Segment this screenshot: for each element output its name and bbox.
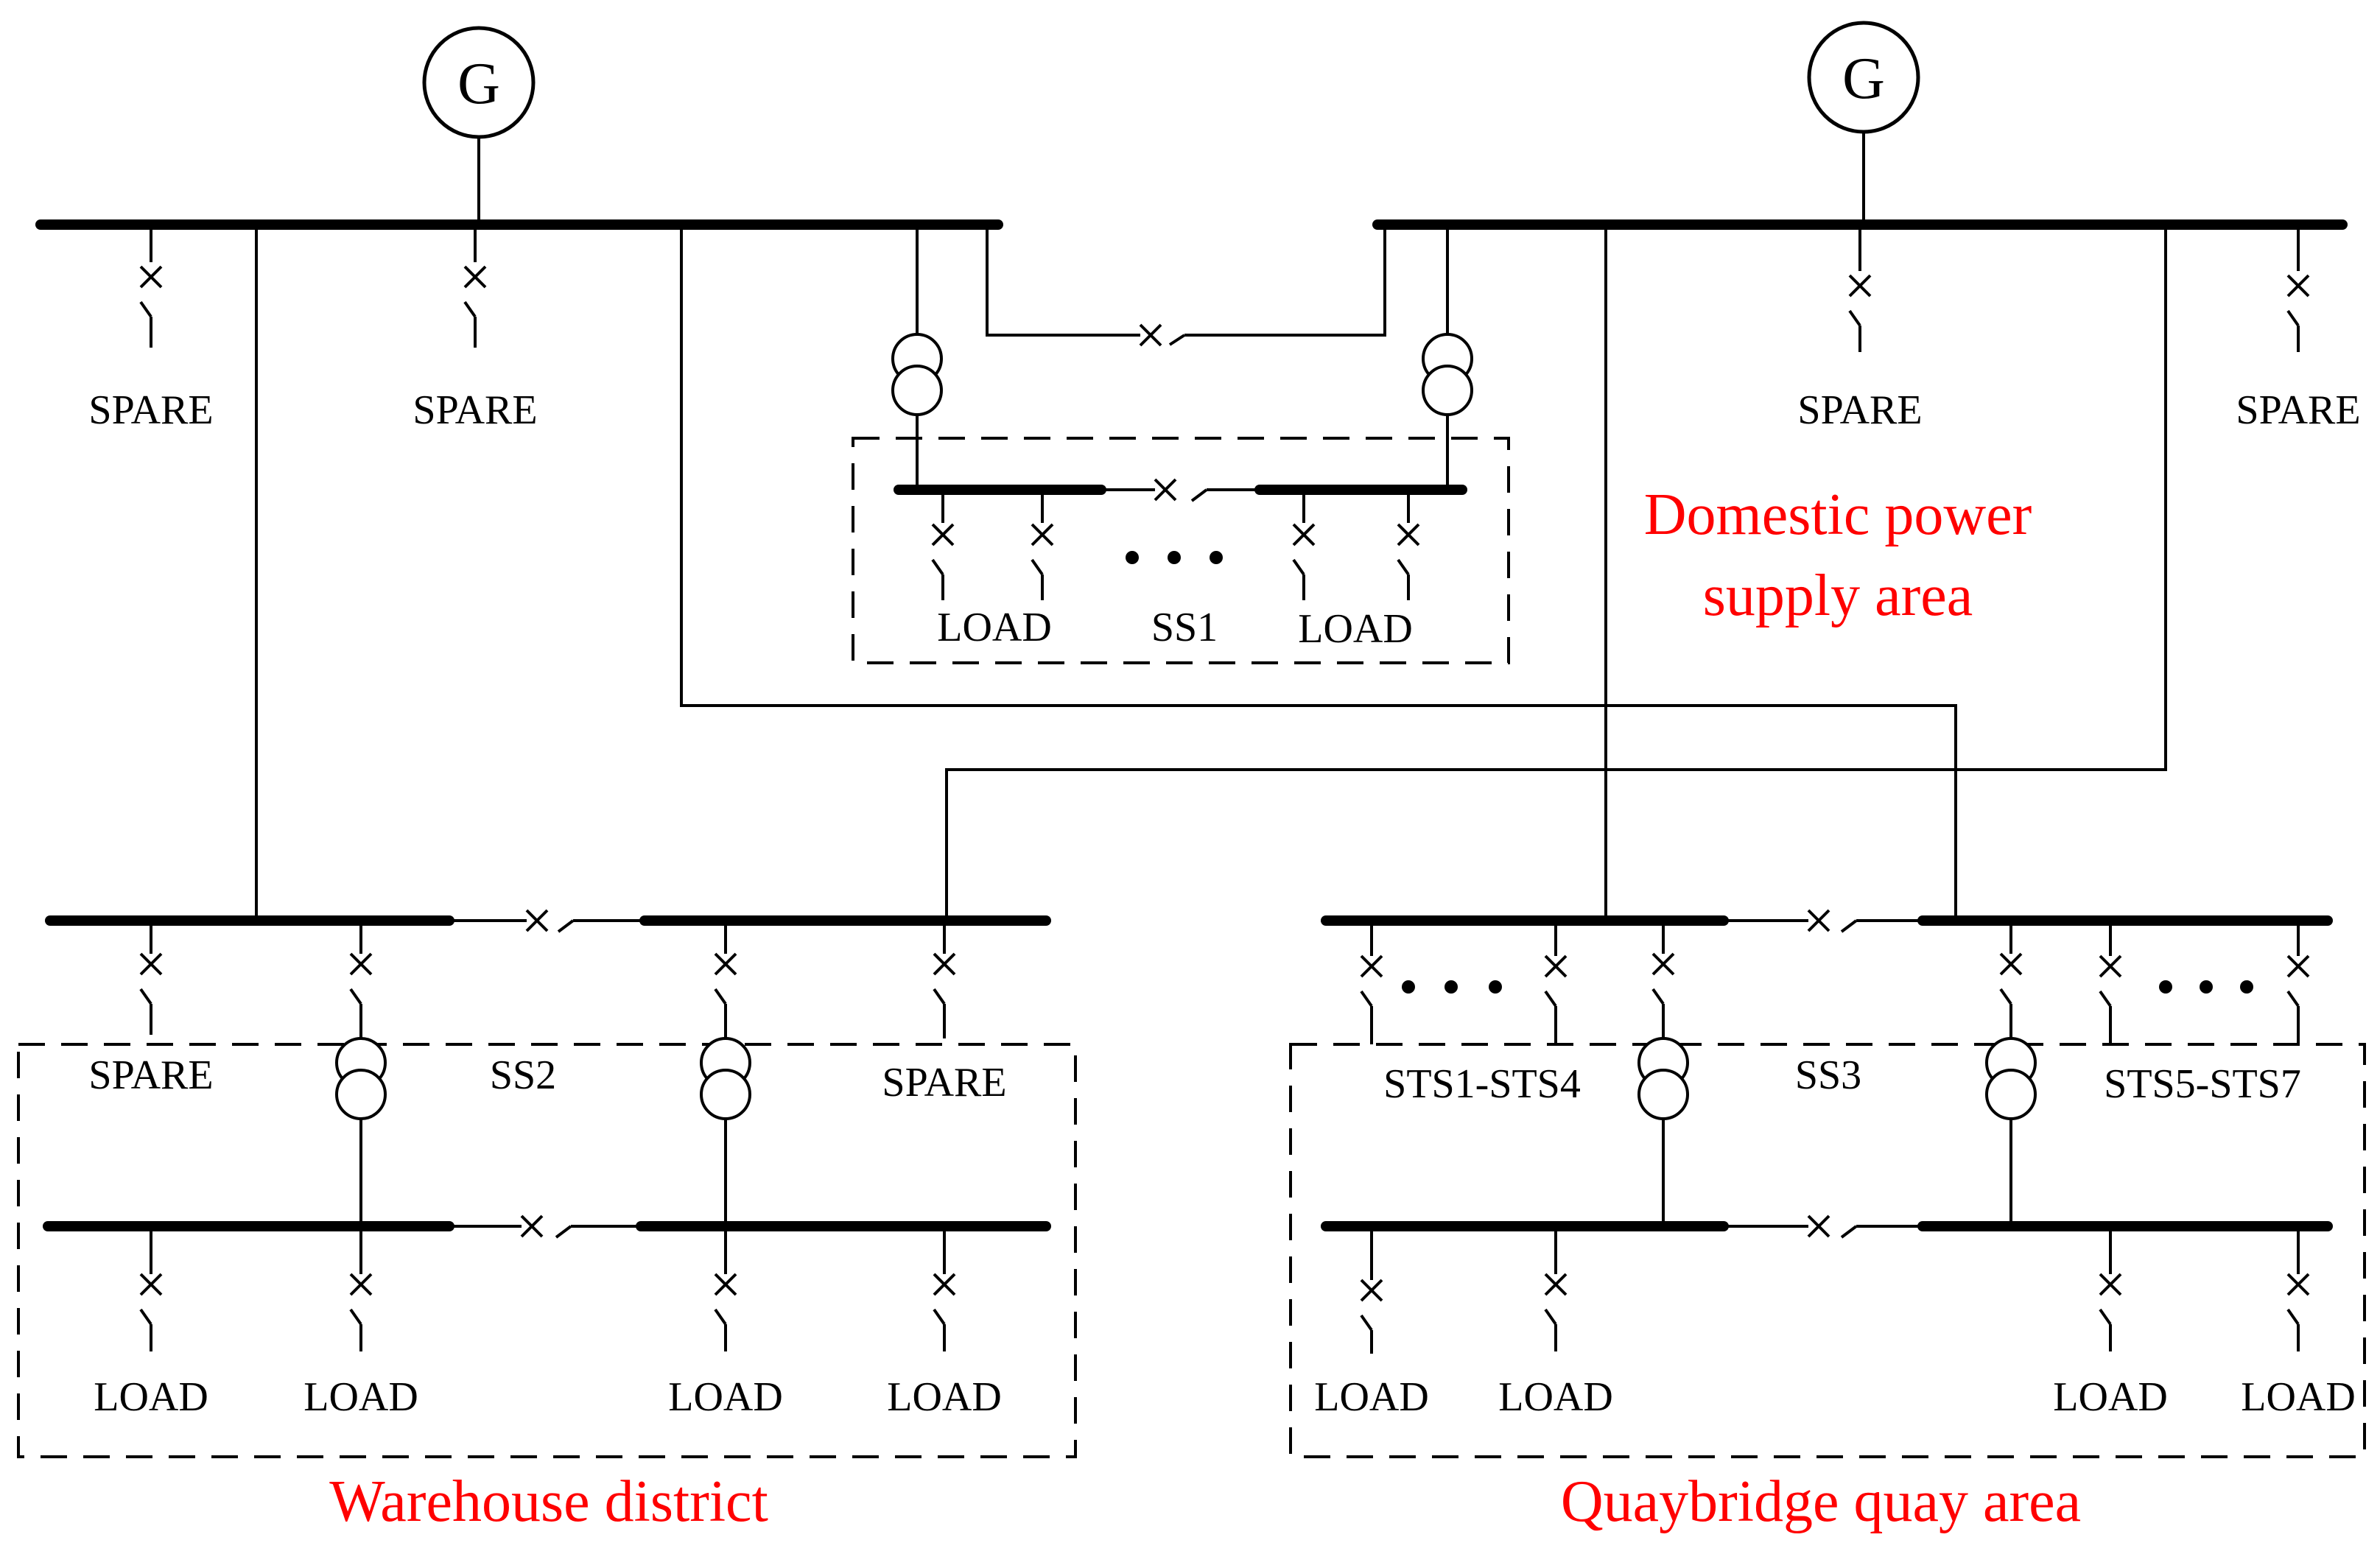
feeder-spare-3: [1848, 225, 1872, 352]
ss2-upper-bus-tie: [449, 909, 645, 933]
ss3-transformer-left: [1637, 921, 1689, 1226]
ss3-label: SS3: [1795, 1052, 1861, 1098]
ss2-transformer-right: [700, 921, 751, 1226]
ss1-box: [852, 437, 1510, 664]
feeder-main-right-to-ss2-right: [945, 225, 2167, 921]
ss1-bus-tie: [1101, 478, 1260, 502]
ss1-feeder-4: [1397, 490, 1420, 600]
spare-label-1: SPARE: [88, 387, 213, 433]
main-bus-tie: [986, 225, 1386, 347]
ss2-lower-bus-tie: [449, 1214, 641, 1239]
feeder-spare-2: [463, 225, 487, 348]
ss2-spare-feeder-2: [933, 921, 956, 1038]
ss2-load-feeder-2: [349, 1226, 373, 1351]
ss2-spare-feeder-1: [139, 921, 163, 1035]
ss1-label: SS1: [1151, 605, 1218, 650]
ss1-ellipsis: [1126, 551, 1223, 564]
ss3-sts-feeder-1: [1360, 921, 1383, 1044]
ss3-lower-bus-tie: [1724, 1214, 1923, 1239]
ss2-spare-label-2: SPARE: [882, 1060, 1006, 1105]
ss1-transformer-left: [891, 225, 943, 490]
ss3-load-feeder-3: [2099, 1226, 2122, 1351]
ss2-load-feeder-1: [139, 1226, 163, 1351]
ss3-transformer-right: [1985, 921, 2037, 1226]
ss3-sts-ellipsis-right: [2159, 980, 2253, 994]
ss3-sts5-7-label: STS5-STS7: [2104, 1061, 2301, 1107]
ss3-sts1-4-label: STS1-STS4: [1383, 1061, 1581, 1107]
ss2-transformer-left: [335, 921, 387, 1226]
domestic-area-label-line2: supply area: [1703, 563, 1973, 628]
ss3-load-feeder-1: [1360, 1226, 1383, 1354]
warehouse-area-label: Warehouse district: [329, 1469, 768, 1534]
ss2-load-label-2: LOAD: [303, 1374, 418, 1420]
generator-right-label: G: [1842, 46, 1885, 111]
ss3-load-feeder-2: [1544, 1226, 1568, 1351]
ss1-load-label-1: LOAD: [937, 605, 1052, 650]
ss1-transformer-right: [1422, 225, 1473, 490]
ss3-box: [1289, 1043, 2366, 1458]
ss3-sts-ellipsis-left: [1402, 980, 1502, 994]
ss3-sts-feeder-4: [2286, 921, 2310, 1044]
ss3-load-feeder-4: [2286, 1226, 2310, 1351]
ss1-feeder-1: [931, 490, 955, 600]
ss2-load-label-1: LOAD: [94, 1374, 208, 1420]
ss2-label: SS2: [490, 1052, 556, 1098]
generator-right: G: [1807, 21, 1920, 225]
ss1-feeder-3: [1292, 490, 1316, 600]
ss2-box: [17, 1043, 1077, 1458]
feeder-main-left-to-ss3-right: [680, 225, 1957, 921]
spare-label-3: SPARE: [1797, 387, 1922, 433]
ss2-load-label-4: LOAD: [887, 1374, 1002, 1420]
spare-label-2: SPARE: [413, 387, 537, 433]
ss3-load-label-1: LOAD: [1314, 1374, 1429, 1420]
ss3-sts-feeder-3: [2099, 921, 2122, 1044]
ss1-load-label-2: LOAD: [1298, 606, 1413, 652]
ss2-load-label-3: LOAD: [668, 1374, 783, 1420]
ss2-spare-label-1: SPARE: [88, 1052, 213, 1098]
ss3-upper-bus-tie: [1724, 909, 1923, 933]
feeder-spare-1: [139, 225, 163, 348]
feeder-spare-4: [2286, 225, 2310, 352]
ss3-load-label-3: LOAD: [2053, 1374, 2168, 1420]
generator-left: G: [422, 26, 536, 225]
generator-left-label: G: [457, 52, 500, 116]
domestic-area-label-line1: Domestic power: [1644, 482, 2032, 547]
ss2-load-feeder-4: [933, 1226, 956, 1351]
ss3-sts-feeder-2: [1544, 921, 1568, 1044]
ss3-load-label-2: LOAD: [1498, 1374, 1613, 1420]
quay-area-label: Quaybridge quay area: [1561, 1469, 2081, 1534]
ss1-feeder-2: [1031, 490, 1054, 600]
spare-label-4: SPARE: [2236, 387, 2360, 433]
ss3-load-label-4: LOAD: [2241, 1374, 2356, 1420]
ss2-load-feeder-3: [714, 1226, 737, 1351]
